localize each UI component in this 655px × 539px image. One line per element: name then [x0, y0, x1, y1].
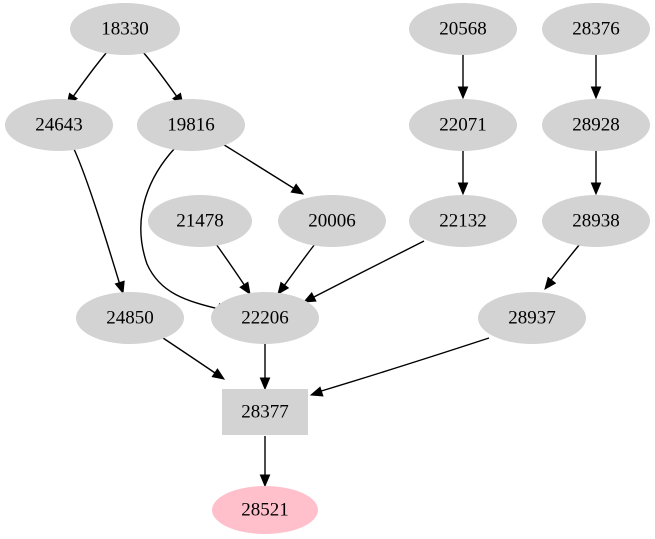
node-ellipse-shape[interactable] — [542, 99, 650, 151]
edge-arrowhead-icon — [309, 386, 324, 397]
graph-node-28928[interactable]: 28928 — [542, 99, 650, 151]
node-ellipse-shape[interactable] — [70, 3, 180, 55]
graph-node-19816[interactable]: 19816 — [137, 99, 245, 151]
edge-line — [159, 335, 219, 376]
graph-edge — [590, 151, 602, 196]
node-ellipse-shape[interactable] — [409, 99, 517, 151]
edge-arrowhead-icon — [239, 281, 251, 296]
graph-node-24850[interactable]: 24850 — [76, 292, 184, 344]
graph-edge — [259, 344, 271, 391]
edge-line — [280, 243, 316, 291]
graph-edge — [457, 55, 469, 100]
edge-arrowhead-icon — [259, 474, 271, 488]
graph-edge — [259, 436, 271, 488]
edge-arrowhead-icon — [457, 86, 469, 100]
edge-arrowhead-icon — [302, 292, 317, 303]
node-ellipse-shape[interactable] — [76, 292, 184, 344]
edge-arrowhead-icon — [590, 86, 602, 100]
node-ellipse-shape[interactable] — [542, 195, 650, 247]
graph-edge — [309, 337, 490, 397]
graph-node-22132[interactable]: 22132 — [409, 195, 517, 247]
edge-arrowhead-icon — [277, 281, 290, 296]
graph-edge — [302, 240, 425, 303]
edge-arrowhead-icon — [211, 368, 226, 380]
graph-node-28521[interactable]: 28521 — [212, 486, 318, 534]
graph-edge — [215, 243, 251, 296]
node-ellipse-shape[interactable] — [5, 99, 113, 151]
edge-line — [215, 243, 248, 290]
graph-edge — [142, 51, 184, 107]
edge-arrowhead-icon — [544, 276, 557, 291]
graph-node-28376[interactable]: 28376 — [542, 3, 650, 55]
graph-node-20006[interactable]: 20006 — [278, 195, 386, 247]
graph-edge — [159, 335, 226, 380]
edge-line — [220, 142, 299, 192]
graph-node-28938[interactable]: 28938 — [542, 195, 650, 247]
graph-edge — [220, 142, 305, 195]
edge-line — [73, 148, 121, 286]
node-ellipse-shape[interactable] — [211, 292, 319, 344]
edge-line — [317, 337, 490, 393]
graph-edge — [590, 55, 602, 100]
edge-line — [140, 147, 224, 311]
node-ellipse-shape[interactable] — [278, 195, 386, 247]
graph-node-22206[interactable]: 22206 — [211, 292, 319, 344]
node-ellipse-shape[interactable] — [542, 3, 650, 55]
graph-node-22071[interactable]: 22071 — [409, 99, 517, 151]
edge-arrowhead-icon — [259, 377, 271, 391]
graph-edge — [544, 243, 581, 291]
graph-node-28937[interactable]: 28937 — [478, 292, 586, 344]
edge-line — [547, 243, 581, 285]
graph-node-20568[interactable]: 20568 — [409, 3, 517, 55]
node-ellipse-shape[interactable] — [137, 99, 245, 151]
edge-arrowhead-icon — [290, 183, 305, 195]
edge-line — [142, 51, 181, 102]
node-ellipse-shape[interactable] — [478, 292, 586, 344]
edge-line — [309, 240, 425, 300]
node-rect-shape[interactable] — [222, 389, 308, 435]
node-ellipse-shape[interactable] — [409, 195, 517, 247]
graph-edge — [73, 148, 125, 295]
graph-edge — [66, 51, 108, 107]
graph-node-24643[interactable]: 24643 — [5, 99, 113, 151]
graph-node-28377[interactable]: 28377 — [222, 389, 308, 435]
graph-node-21478[interactable]: 21478 — [148, 195, 252, 247]
edge-arrowhead-icon — [457, 182, 469, 196]
graph-edge — [277, 243, 316, 296]
nodes-layer: 18330 24643 19816 20568 28376 22071 28928 21478… — [5, 3, 650, 534]
graph-node-18330[interactable]: 18330 — [70, 3, 180, 55]
node-ellipse-shape[interactable] — [212, 486, 318, 534]
edge-arrowhead-icon — [114, 280, 125, 295]
node-ellipse-shape[interactable] — [148, 195, 252, 247]
edge-arrowhead-icon — [590, 182, 602, 196]
graph-edge — [457, 151, 469, 196]
edge-line — [69, 51, 108, 102]
node-ellipse-shape[interactable] — [409, 3, 517, 55]
